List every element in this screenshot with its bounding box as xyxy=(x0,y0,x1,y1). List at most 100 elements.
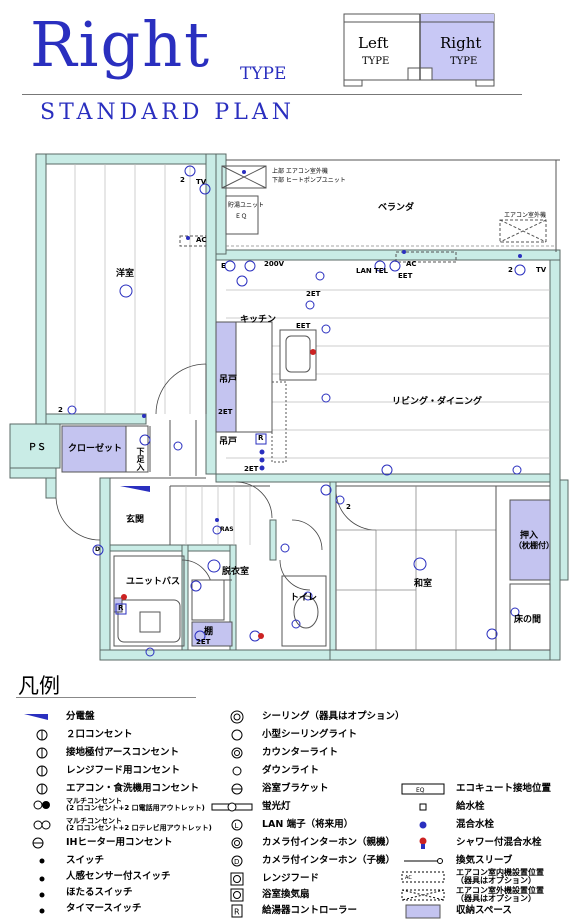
room-tsurito-2: 吊戸 xyxy=(219,437,238,447)
legend-item: 浴室ブラケット xyxy=(220,780,329,798)
note-2et-4: 2ET xyxy=(196,638,211,646)
title-divider xyxy=(22,94,522,95)
title-type-label: TYPE xyxy=(240,64,287,84)
svg-text:R: R xyxy=(234,908,240,917)
legend-item: AC エアコン室内機設置位置 （器具はオプション） xyxy=(398,866,544,888)
key-plan-left-name: Left xyxy=(358,34,389,52)
sensor-switch-icon xyxy=(18,869,52,885)
room-genkan: 玄関 xyxy=(126,515,145,525)
note-2et-1: 2ET xyxy=(306,290,321,298)
legend-item: マルチコンセント (2 ロコンセント+2 口テレビ用アウトレット) xyxy=(18,814,212,836)
range-hood-icon xyxy=(220,871,254,887)
page-title: Right xyxy=(30,8,212,81)
note-eq: ＥＱ xyxy=(235,213,248,220)
room-getabako: 下足入 xyxy=(136,447,145,471)
legend-item: シャワー付混合水栓 xyxy=(398,834,542,852)
small-ceiling-light-icon xyxy=(220,727,254,743)
legend-item: ２口コンセント xyxy=(18,726,133,744)
legend-item: スイッチ xyxy=(18,852,104,870)
room-oshiire: 押入 xyxy=(520,531,539,541)
floor-plan: 洋室 ベランダ キッチン リビング・ダイニング 吊戸 吊戸 ＰＳ クローゼット … xyxy=(9,153,569,661)
legend-item: 接地極付アースコンセント xyxy=(18,744,179,762)
ceiling-light-icon xyxy=(220,709,254,725)
mixing-faucet-icon xyxy=(398,817,448,833)
room-oshiire-sub: （枕棚付） xyxy=(514,541,554,550)
legend-item: L LAN 端子（将来用） xyxy=(220,816,353,834)
note-ras: RAS xyxy=(220,526,234,533)
room-washitsu: 和室 xyxy=(414,579,433,589)
room-living-dining: リビング・ダイニング xyxy=(392,397,483,407)
legend-item: EQ エコキュート接地位置 xyxy=(398,780,551,798)
legend-item: マルチコンセント (2 ロコンセント+2 口電話用アウトレット) xyxy=(18,794,205,816)
firefly-switch-icon xyxy=(18,885,52,901)
key-plan-right-name: Right xyxy=(440,34,482,52)
outlet-2et-icon xyxy=(18,745,52,761)
room-veranda: ベランダ xyxy=(378,203,415,213)
note-2et-2: 2ET xyxy=(218,408,233,416)
outlet-e-icon xyxy=(18,763,52,779)
ecocute-ground-icon: EQ xyxy=(398,781,448,797)
legend-item: タイマースイッチ xyxy=(18,900,142,918)
intercom-slave-icon: D xyxy=(220,853,254,869)
legend-item: 人感センサー付スイッチ xyxy=(18,868,171,886)
room-datsuishitsu: 脱衣室 xyxy=(222,567,250,577)
room-toilet: トイレ xyxy=(290,593,318,603)
page-subtitle: STANDARD PLAN xyxy=(40,100,295,125)
lan-icon: L xyxy=(220,817,254,833)
shower-faucet-icon xyxy=(398,835,448,851)
distribution-board-icon xyxy=(18,709,52,725)
legend-item: 給水栓 xyxy=(398,798,485,816)
note-hot-water-unit: 貯湯ユニット xyxy=(228,202,265,209)
note-2et-3: 2ET xyxy=(244,465,259,473)
note-ac-outdoor: エアコン室外機 xyxy=(504,212,547,219)
legend-item: R 給湯器コントローラー xyxy=(220,902,357,920)
ac-indoor-icon: AC xyxy=(398,869,448,885)
note-e: E xyxy=(221,262,226,270)
storage-space-icon xyxy=(398,903,448,919)
note-r-2: R xyxy=(118,604,124,612)
legend-item: 混合水栓 xyxy=(398,816,494,834)
room-tsurito-1: 吊戸 xyxy=(219,375,238,385)
room-closet: クローゼット xyxy=(68,444,123,454)
outlet-2-icon xyxy=(18,727,52,743)
legend-item: カメラ付インターホン（親機） xyxy=(220,834,395,852)
legend-item: 収納スペース xyxy=(398,902,512,920)
room-kitchen: キッチン xyxy=(240,315,277,325)
note-tel: TEL xyxy=(374,267,389,275)
key-plan: Left TYPE Right TYPE xyxy=(342,10,497,88)
note-tv-2: TV xyxy=(196,178,207,186)
legend-item: エアコン・食洗機用コンセント xyxy=(18,780,199,798)
fluorescent-icon xyxy=(210,799,254,815)
note-ac-unit-1: 上部 エアコン室外機 xyxy=(272,168,328,175)
svg-text:EQ: EQ xyxy=(416,787,425,794)
legend-item: レンジフード xyxy=(220,870,319,888)
legend-item: エアコン室外機設置位置 （器具はオプション） xyxy=(398,884,544,906)
multi-outlet-tel-icon xyxy=(18,797,52,813)
svg-text:AC: AC xyxy=(405,875,412,881)
note-ac-unit-2: 下部 ヒートポンプユニット xyxy=(272,177,346,184)
legend-item: D カメラ付インターホン（子機） xyxy=(220,852,395,870)
legend-item: 換気スリーブ xyxy=(398,852,512,870)
note-2-1: 2 xyxy=(180,176,185,184)
note-2-3: 2 xyxy=(58,406,63,414)
note-eet-1: EET xyxy=(398,272,413,280)
legend-item: シーリング（器具はオプション） xyxy=(220,708,405,726)
note-2-2: 2 xyxy=(508,266,513,274)
legend-title: 凡例 xyxy=(18,674,60,698)
room-unit-bath: ユニットバス xyxy=(126,577,181,587)
room-ps: ＰＳ xyxy=(28,443,47,453)
multi-outlet-tv-icon xyxy=(18,817,52,833)
legend-item: IHヒーター用コンセント xyxy=(18,834,173,852)
water-heater-controller-icon: R xyxy=(220,903,254,919)
legend-item: カウンターライト xyxy=(220,744,338,762)
note-ac-1: AC xyxy=(196,236,207,244)
note-lan: LAN xyxy=(356,267,372,275)
legend-item: 蛍光灯 xyxy=(210,798,291,816)
note-tv-1: TV xyxy=(536,266,547,274)
note-ac-2: AC xyxy=(406,260,417,268)
legend-item: 分電盤 xyxy=(18,708,95,726)
svg-text:L: L xyxy=(235,822,239,830)
legend-item: 小型シーリングライト xyxy=(220,726,357,744)
bath-bracket-icon xyxy=(220,781,254,797)
note-2-4: 2 xyxy=(346,503,351,511)
